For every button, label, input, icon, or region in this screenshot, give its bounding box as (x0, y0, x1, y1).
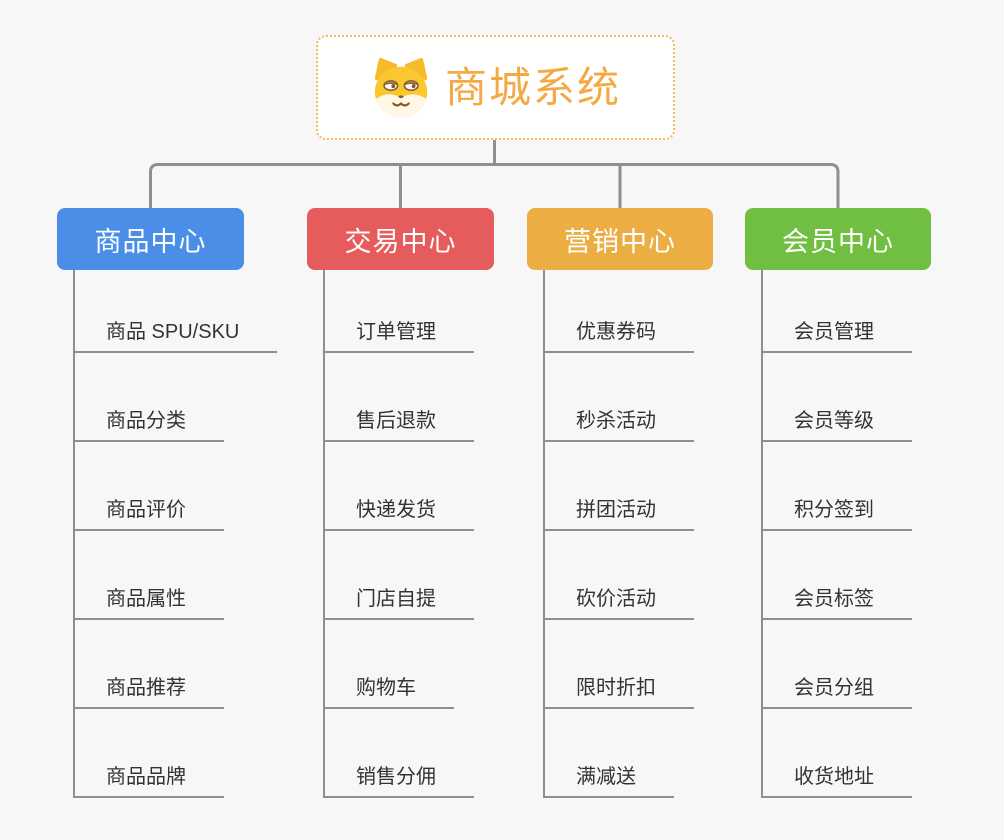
branch-column: 交易中心 订单管理售后退款快递发货门店自提购物车销售分佣 (307, 208, 494, 798)
child-node[interactable]: 会员分组 (763, 620, 912, 709)
child-node[interactable]: 满减送 (545, 709, 674, 798)
child-node[interactable]: 砍价活动 (545, 531, 694, 620)
child-node-label: 门店自提 (356, 588, 436, 610)
child-node-label: 销售分佣 (356, 766, 436, 788)
child-node-label: 积分签到 (794, 499, 874, 521)
child-node[interactable]: 商品品牌 (75, 709, 224, 798)
child-node-label: 商品推荐 (106, 677, 186, 699)
child-node[interactable]: 秒杀活动 (545, 353, 694, 442)
child-node-label: 商品分类 (106, 410, 186, 432)
root-title: 商城系统 (444, 63, 621, 111)
branch-children-list: 订单管理售后退款快递发货门店自提购物车销售分佣 (323, 270, 494, 798)
branch-column: 商品中心 商品 SPU/SKU 商品分类商品评价商品属性商品推荐商品品牌 (57, 208, 278, 798)
branch-node[interactable]: 交易中心 (307, 208, 494, 270)
child-node-label: 商品 SPU/SKU (106, 321, 240, 343)
child-node-label: 商品评价 (106, 499, 186, 521)
child-node[interactable]: 会员标签 (763, 531, 912, 620)
shiba-dog-face-icon (374, 57, 428, 117)
branch-node[interactable]: 会员中心 (745, 208, 931, 270)
child-node[interactable]: 商品 SPU/SKU (75, 270, 278, 353)
child-node[interactable]: 会员管理 (763, 270, 912, 353)
child-node[interactable]: 商品分类 (75, 353, 224, 442)
root-node[interactable]: 商城系统 (316, 35, 675, 140)
child-node-label: 优惠券码 (576, 321, 656, 343)
child-node-label: 收货地址 (794, 766, 874, 788)
branch-children-list: 商品 SPU/SKU 商品分类商品评价商品属性商品推荐商品品牌 (73, 270, 278, 798)
branch-children-list: 优惠券码秒杀活动拼团活动砍价活动限时折扣满减送 (543, 270, 713, 798)
child-node-label: 拼团活动 (576, 499, 656, 521)
branch-node[interactable]: 商品中心 (57, 208, 244, 270)
child-node-label: 订单管理 (356, 321, 436, 343)
child-node[interactable]: 订单管理 (325, 270, 474, 353)
child-node[interactable]: 拼团活动 (545, 442, 694, 531)
branch-column: 会员中心 会员管理会员等级积分签到会员标签会员分组收货地址 (745, 208, 931, 798)
child-node[interactable]: 会员等级 (763, 353, 912, 442)
child-node-label: 快递发货 (356, 499, 436, 521)
child-node[interactable]: 限时折扣 (545, 620, 694, 709)
child-node[interactable]: 售后退款 (325, 353, 474, 442)
child-node-label: 会员标签 (794, 588, 874, 610)
branch-column: 营销中心 优惠券码秒杀活动拼团活动砍价活动限时折扣满减送 (527, 208, 713, 798)
branch-children-list: 会员管理会员等级积分签到会员标签会员分组收货地址 (761, 270, 931, 798)
child-node-label: 砍价活动 (576, 588, 656, 610)
child-node-label: 购物车 (356, 677, 416, 699)
child-node[interactable]: 商品评价 (75, 442, 224, 531)
child-node[interactable]: 优惠券码 (545, 270, 694, 353)
child-node-label: 商品品牌 (106, 766, 186, 788)
branch-node[interactable]: 营销中心 (527, 208, 713, 270)
child-node[interactable]: 门店自提 (325, 531, 474, 620)
child-node-label: 秒杀活动 (576, 410, 656, 432)
child-node[interactable]: 收货地址 (763, 709, 912, 798)
child-node[interactable]: 购物车 (325, 620, 454, 709)
child-node-label: 会员管理 (794, 321, 874, 343)
child-node-label: 会员分组 (794, 677, 874, 699)
child-node-label: 商品属性 (106, 588, 186, 610)
child-node[interactable]: 商品推荐 (75, 620, 224, 709)
child-node-label: 会员等级 (794, 410, 874, 432)
child-node[interactable]: 快递发货 (325, 442, 474, 531)
child-node[interactable]: 商品属性 (75, 531, 224, 620)
child-node-label: 售后退款 (356, 410, 436, 432)
child-node[interactable]: 销售分佣 (325, 709, 474, 798)
child-node-label: 满减送 (576, 766, 636, 788)
child-node[interactable]: 积分签到 (763, 442, 912, 531)
child-node-label: 限时折扣 (576, 677, 656, 699)
